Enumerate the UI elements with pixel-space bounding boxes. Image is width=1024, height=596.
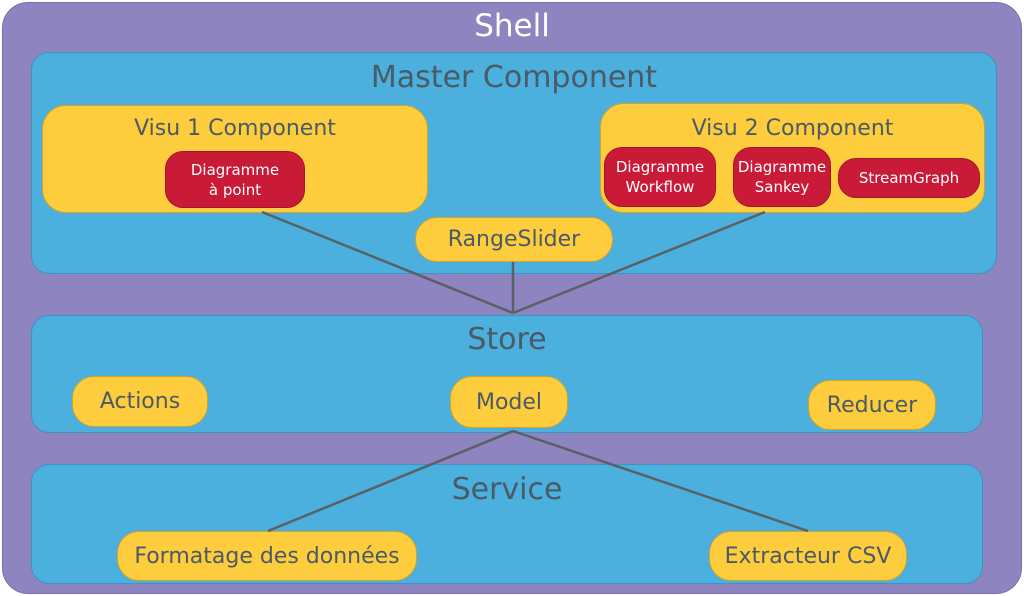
model-component: Model — [450, 376, 568, 428]
formatage-component: Formatage des données — [117, 531, 417, 581]
diagramme-workflow-chip: Diagramme Workflow — [604, 147, 716, 207]
visu2-title: Visu 2 Component — [691, 116, 894, 141]
visu1-title: Visu 1 Component — [134, 116, 336, 141]
streamgraph-chip: StreamGraph — [838, 158, 980, 198]
service-title: Service — [451, 472, 563, 507]
diagramme-a-point-chip: Diagramme à point — [165, 151, 305, 208]
master-component-title: Master Component — [370, 60, 658, 95]
store-title: Store — [467, 322, 547, 357]
shell-title: Shell — [474, 8, 550, 44]
actions-component: Actions — [72, 376, 208, 427]
extracteur-csv-component: Extracteur CSV — [709, 531, 907, 581]
reducer-component: Reducer — [808, 380, 936, 430]
diagramme-sankey-chip: Diagramme Sankey — [733, 147, 831, 207]
rangeslider-component: RangeSlider — [415, 217, 613, 262]
